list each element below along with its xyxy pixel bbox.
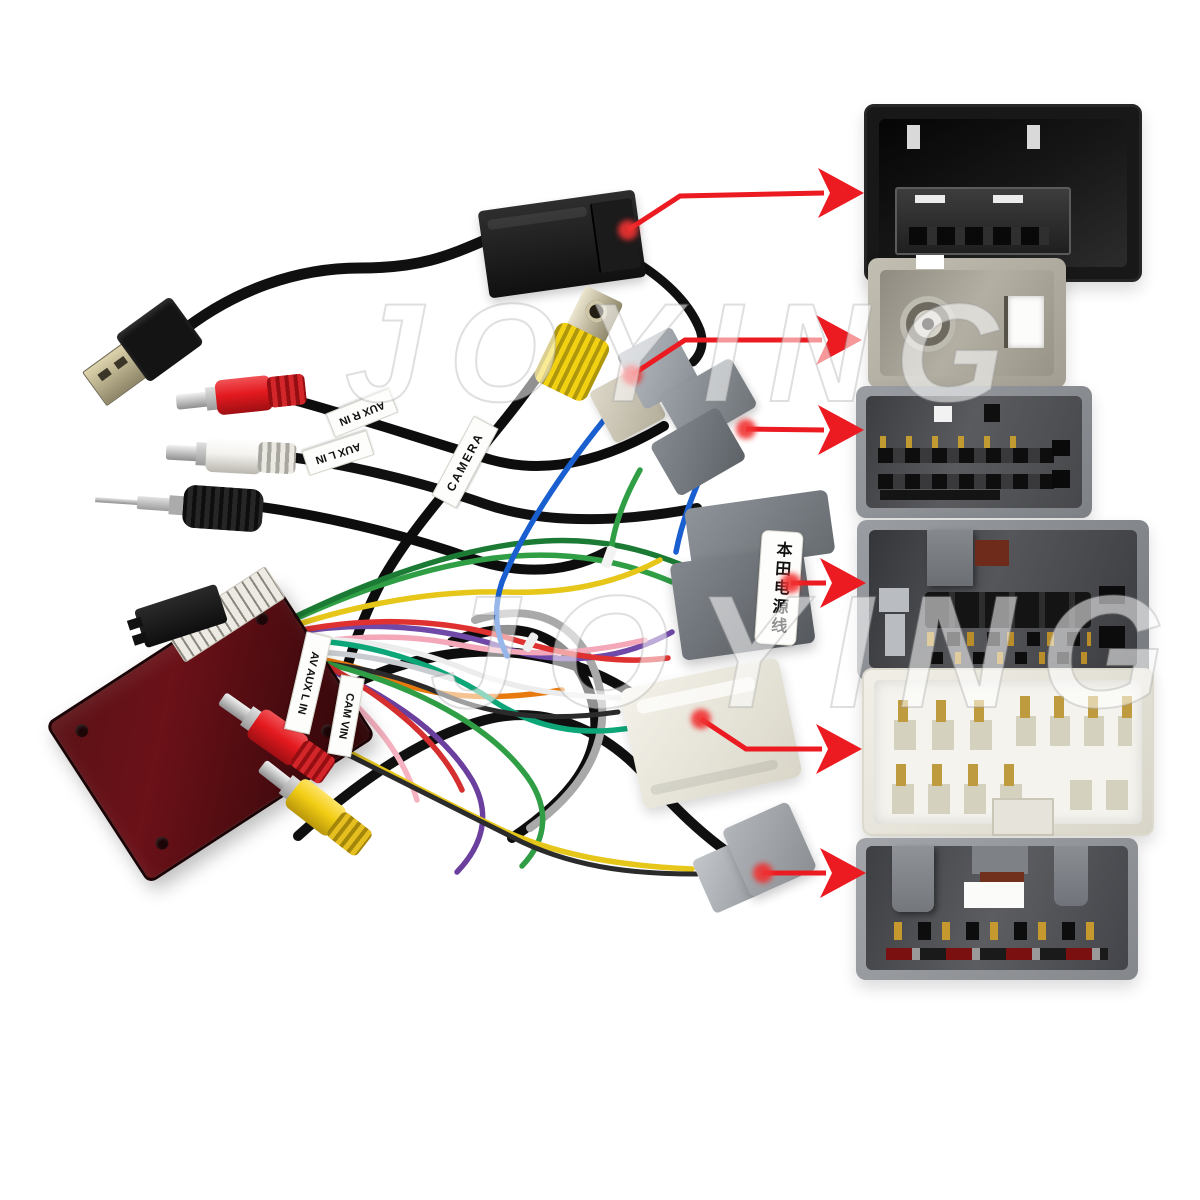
closeup-white-connector <box>862 668 1154 836</box>
closeup-16pin-gray-connector <box>856 386 1092 518</box>
arrowhead-1 <box>818 168 864 218</box>
arrowhead-3 <box>818 405 864 455</box>
cable-tie <box>522 632 539 653</box>
antenna-socket-barrel <box>900 296 956 352</box>
arrowhead-2 <box>816 315 862 365</box>
callout-dot-1 <box>618 220 638 240</box>
cable-tie <box>601 545 617 569</box>
arrowhead-4 <box>820 558 866 608</box>
callout-dot-3 <box>736 419 756 439</box>
inner-socket <box>895 187 1071 255</box>
callout-dot-4 <box>781 573 801 593</box>
callout-dot-5 <box>691 709 711 729</box>
closeup-small-gray-connector <box>856 838 1138 980</box>
callout-dot-2 <box>622 365 642 385</box>
callout-dot-6 <box>753 863 773 883</box>
arrowhead-6 <box>820 848 866 898</box>
closeup-honda-power-connector <box>857 520 1149 680</box>
arrowhead-5 <box>816 724 862 774</box>
closeup-antenna-adapter-connector <box>868 255 1066 388</box>
